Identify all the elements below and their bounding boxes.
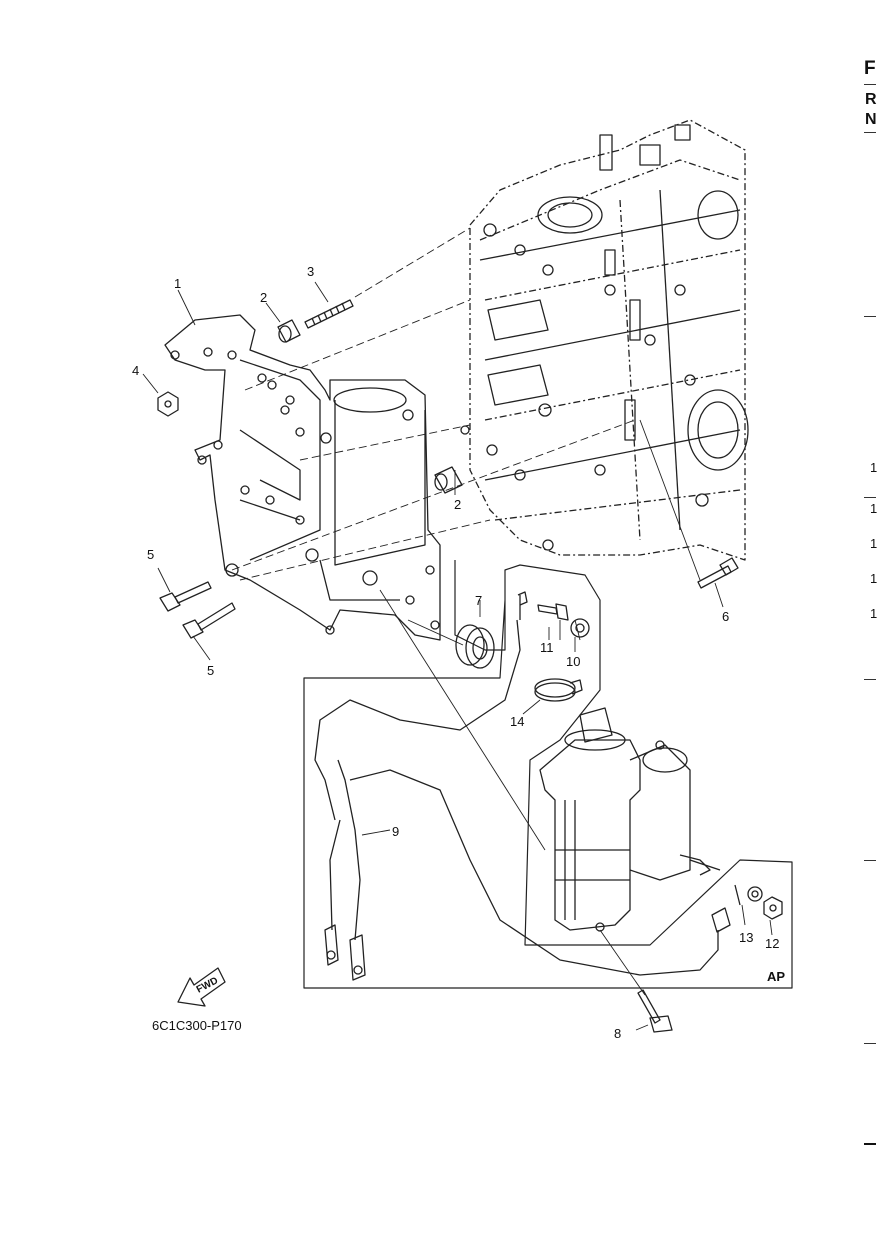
ap-label: AP	[767, 969, 786, 984]
starter-motor	[539, 707, 721, 932]
callout-boxes	[303, 560, 793, 989]
bolt-11	[537, 603, 569, 621]
collar-2-lower	[434, 466, 463, 494]
callout-11: 11	[540, 640, 554, 655]
edge-tick	[864, 1143, 876, 1145]
fwd-arrow	[177, 967, 226, 1007]
callout-5-lower: 5	[207, 663, 215, 678]
edge-letter-r: R	[865, 91, 877, 108]
edge-number: 1	[870, 571, 877, 586]
nut-4	[157, 391, 179, 417]
callout-10: 10	[566, 654, 581, 669]
edge-tick	[864, 679, 876, 680]
callout-2-lower: 2	[454, 497, 462, 512]
edge-number: 1	[870, 460, 877, 475]
edge-tick	[864, 1043, 876, 1044]
edge-rule	[864, 132, 876, 133]
collar-10	[570, 618, 590, 638]
callout-14: 14	[510, 714, 525, 729]
callout-13: 13	[739, 930, 754, 945]
callout-3: 3	[307, 264, 315, 279]
clamp-14	[534, 678, 583, 702]
bolt-5-lower	[182, 602, 236, 639]
battery-lead-9	[314, 591, 741, 981]
edge-number: 1	[870, 501, 877, 516]
callout-4: 4	[132, 363, 140, 378]
edge-tick	[864, 497, 876, 498]
edge-rule	[864, 84, 876, 85]
grommet-7	[455, 624, 495, 669]
edge-number: 1	[870, 606, 877, 621]
edge-letter-n: N	[865, 111, 877, 128]
bolt-8	[637, 989, 673, 1033]
callout-6: 6	[722, 609, 730, 624]
bolt-6	[697, 557, 739, 589]
engine-block	[460, 119, 749, 561]
leader-lines	[142, 227, 773, 1031]
edge-number: 1	[870, 536, 877, 551]
callout-7: 7	[475, 593, 483, 608]
edge-letter-f: F	[864, 58, 876, 79]
washer-13	[747, 886, 763, 902]
stud-bolt-3	[304, 299, 354, 329]
electrical-bracket	[164, 314, 441, 641]
edge-tick	[864, 316, 876, 317]
callout-12: 12	[765, 936, 780, 951]
callout-5-upper: 5	[147, 547, 155, 562]
collar-2-upper	[277, 319, 301, 343]
bolt-5-upper	[159, 581, 212, 612]
callout-1: 1	[174, 276, 182, 291]
callout-8: 8	[614, 1026, 622, 1041]
callout-9: 9	[392, 824, 400, 839]
nut-12	[763, 896, 783, 920]
diagram-code: 6C1C300-P170	[152, 1018, 242, 1033]
edge-tick	[864, 860, 876, 861]
callout-2-upper: 2	[260, 290, 268, 305]
